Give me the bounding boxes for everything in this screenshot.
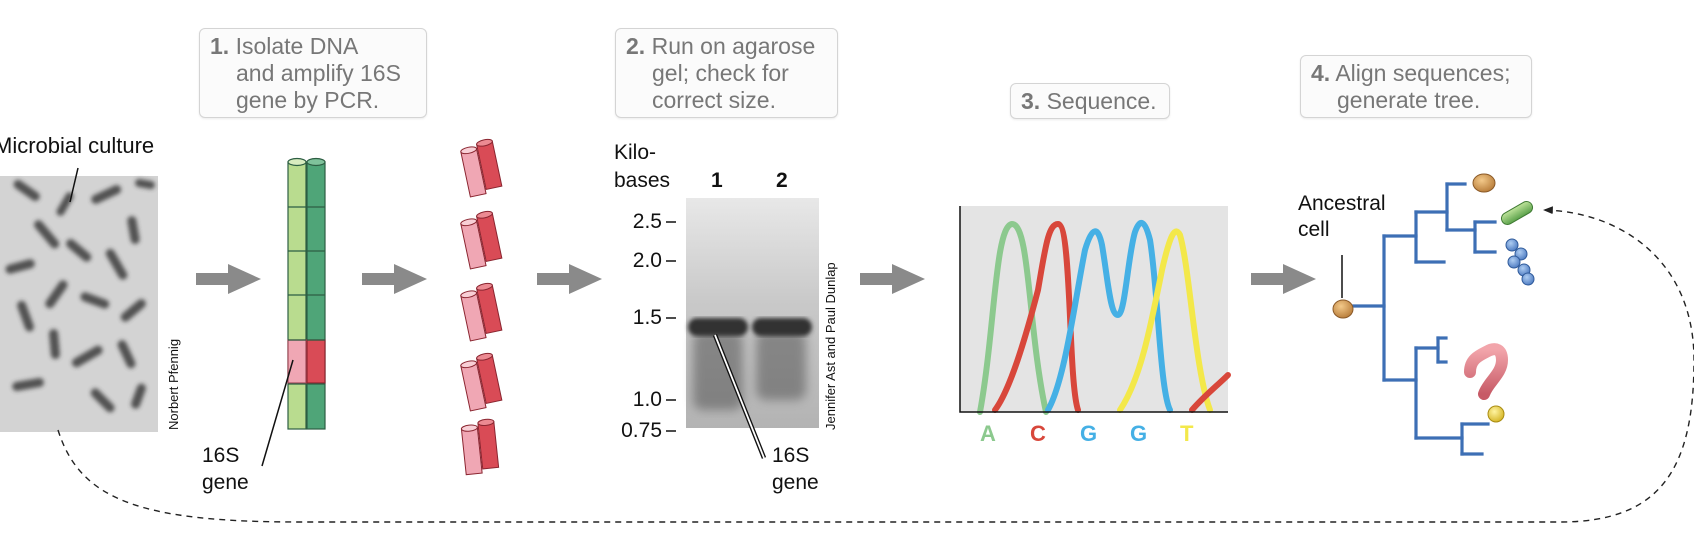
step-2-number: 2. [626, 33, 646, 59]
pcr-copies [460, 138, 503, 476]
step-2-line-3: correct size. [652, 87, 776, 113]
step-4-line-2: generate tree. [1337, 87, 1481, 113]
photo-credit: Norbert Pfennig [166, 338, 181, 430]
kilobases-label-line-1: Kilo- [614, 141, 657, 164]
lane-2-label: 2 [776, 169, 788, 192]
pcr-copy-5 [460, 418, 500, 476]
gene-label-1-line-2: gene [202, 471, 249, 494]
gene-label-2-line-2: gene [772, 471, 819, 494]
arrow-3 [537, 264, 602, 294]
process-arrows [196, 264, 1316, 294]
chromatogram [959, 206, 1231, 415]
step-2-box: 2. Run on agarose gel; check for correct… [615, 28, 838, 118]
ancestral-cell [1332, 299, 1354, 319]
step-1-number: 1. [210, 33, 230, 59]
step-3-box: 3. Sequence. [1010, 83, 1170, 119]
arrow-4 [860, 264, 925, 294]
yellow-coccus-cell [1487, 405, 1505, 423]
pcr-copy-4 [460, 352, 503, 412]
step-1-line-3: gene by PCR. [236, 87, 380, 113]
gel-tick-1-5: 1.5 [632, 306, 662, 329]
base-label-3: G [1080, 421, 1098, 446]
gel-credit: Jennifer Ast and Paul Dunlap [823, 262, 838, 430]
trace-a [977, 220, 1049, 415]
micrograph-photo [0, 176, 158, 432]
gel-tick-2-0: 2.0 [632, 249, 662, 272]
blue-cocci-cluster [1505, 238, 1535, 286]
kilobases-label-line-2: bases [614, 169, 671, 192]
pink-spirillum-cell [1464, 343, 1509, 400]
agarose-gel [666, 198, 819, 432]
step-4-box: 4. Align sequences; generate tree. [1300, 55, 1532, 118]
base-label-4: G [1130, 421, 1148, 446]
phylogenetic-tree [1342, 182, 1497, 456]
step-1-line-1: Isolate DNA [235, 33, 359, 59]
ancestral-cell-label-line-1: Ancestral [1298, 192, 1386, 215]
gel-tick-2-5: 2.5 [632, 210, 662, 233]
green-rod-cell [1500, 201, 1534, 225]
step-4-number: 4. [1311, 60, 1331, 86]
feedback-loop-dashed [57, 206, 1694, 523]
step-4-line-1: Align sequences; [1335, 60, 1511, 86]
ancestral-cell-label-line-2: cell [1298, 218, 1330, 241]
step-3-number: 3. [1021, 88, 1041, 114]
lane-1-label: 1 [711, 169, 723, 192]
step-1-box: 1. Isolate DNA and amplify 16S gene by P… [199, 28, 427, 118]
chromatogram-axes [959, 206, 1228, 413]
microbial-culture-label: Microbial culture [0, 133, 155, 158]
base-label-1: A [980, 421, 996, 446]
culture-pointer-line [69, 167, 79, 203]
trace-g [1045, 220, 1173, 413]
gene-label-1-line-1: 16S [202, 444, 240, 467]
arrow-5 [1251, 264, 1316, 294]
pcr-copy-2 [460, 210, 503, 270]
gene-pointer-line-2 [714, 334, 765, 459]
arrow-1 [196, 264, 261, 294]
step-2-line-2: gel; check for [652, 60, 789, 86]
step-2-line-1: Run on agarose [651, 33, 816, 59]
trace-t [1117, 228, 1213, 413]
base-label-2: C [1030, 421, 1046, 446]
gene-label-2-line-1: 16S [772, 444, 810, 467]
pcr-copy-1 [460, 138, 503, 198]
gene-pointer-line-1 [261, 359, 294, 467]
gel-tick-0-75: 0.75 [621, 419, 662, 442]
brown-coccus-cell [1472, 173, 1496, 193]
arrow-2 [362, 264, 427, 294]
step-3-line-1: Sequence. [1046, 88, 1157, 114]
trace-c-2 [1189, 372, 1231, 413]
pcr-copy-3 [460, 282, 503, 342]
tree-organisms [1332, 173, 1535, 423]
gel-tick-1-0: 1.0 [632, 388, 662, 411]
step-1-line-2: and amplify 16S [236, 60, 401, 86]
base-label-5: T [1180, 421, 1194, 446]
gel-tick-marks [666, 221, 676, 432]
genomic-dna-column [287, 157, 326, 430]
